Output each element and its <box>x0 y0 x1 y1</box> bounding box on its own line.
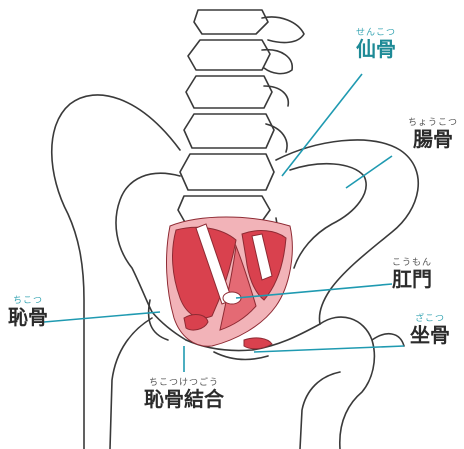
ischium-text: 坐骨 <box>410 324 450 346</box>
ilium-label: ちょうこつ 腸骨 <box>408 118 458 150</box>
symphysis-label: ちこつけつごう 恥骨結合 <box>144 378 224 410</box>
pubis-leader <box>44 312 160 322</box>
lumbar-vertebrae <box>178 10 304 224</box>
ilium-leader <box>346 156 392 188</box>
pubis-label: ちこつ 恥骨 <box>8 296 48 328</box>
ischium-label: ざこつ 坐骨 <box>410 314 450 346</box>
sacrum-label: せんこつ 仙骨 <box>356 28 396 60</box>
anus-label: こうもん 肛門 <box>392 258 432 290</box>
symphysis-text: 恥骨結合 <box>144 388 224 410</box>
ilium-text: 腸骨 <box>408 128 458 150</box>
pubis-text: 恥骨 <box>8 306 48 328</box>
pelvic-floor-muscles <box>167 217 293 349</box>
sacrum-leader <box>282 74 362 176</box>
anus-text: 肛門 <box>392 268 432 290</box>
sacrum-text: 仙骨 <box>356 38 396 60</box>
ischium-leader <box>254 346 404 352</box>
